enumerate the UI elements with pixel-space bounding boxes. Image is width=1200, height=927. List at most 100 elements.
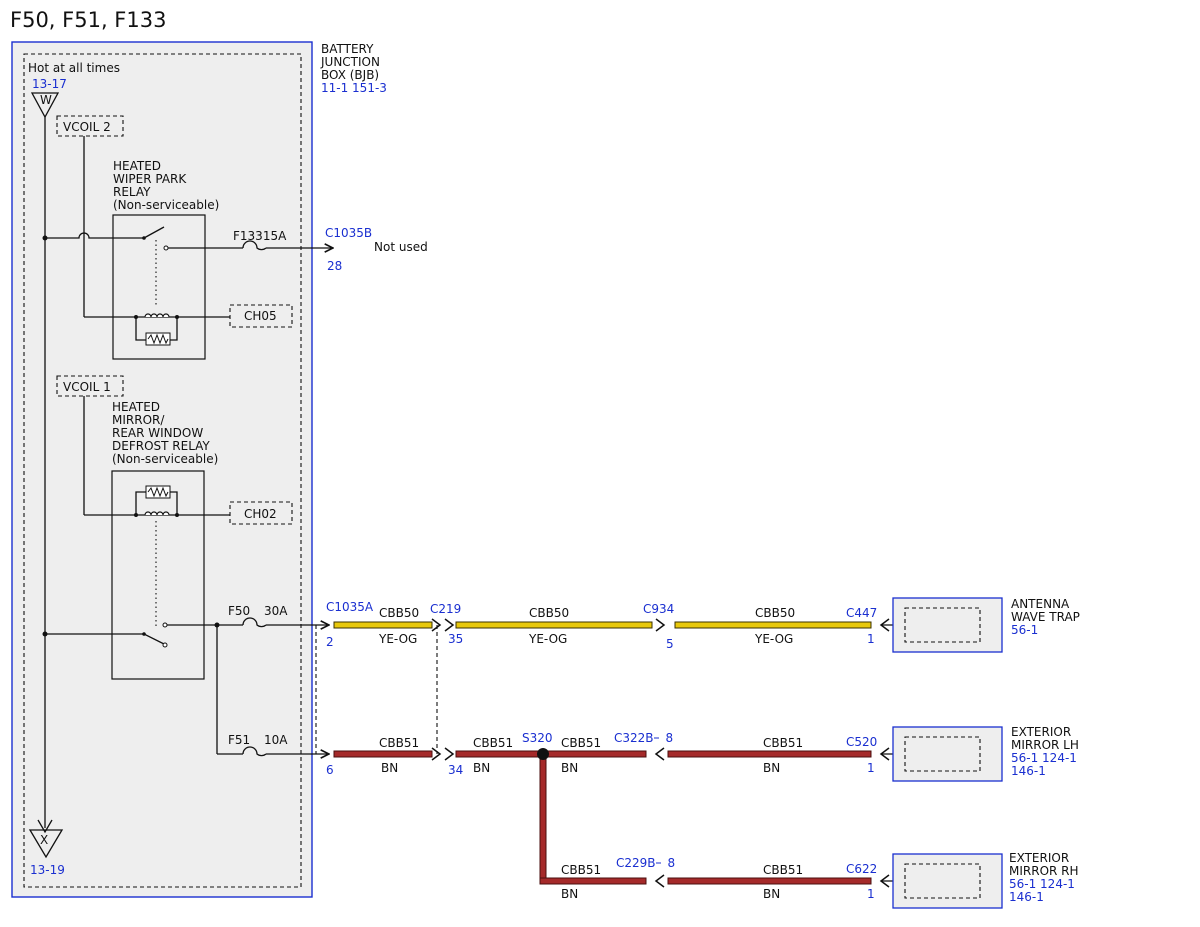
relay1-name-line-2: WIPER PARK: [113, 172, 187, 186]
feed-bottom-triangle-icon: [28, 829, 64, 859]
relay1-box[interactable]: [112, 214, 206, 360]
relay2-box[interactable]: [111, 470, 205, 680]
c219-connector[interactable]: C219: [430, 602, 461, 616]
vcoil2-label: VCOIL 2: [63, 120, 111, 134]
cbb51-wire-seg-6[interactable]: [667, 877, 872, 885]
page-title: F50, F51, F133: [10, 8, 166, 32]
mirror-lh-refs-2[interactable]: 146-1: [1011, 764, 1046, 778]
c934-arrow-icon: [655, 618, 666, 632]
bjb-refs[interactable]: 11-1 151-3: [321, 81, 387, 95]
feed-top-letter: W: [40, 93, 52, 107]
cbb51-seg2-color: BN: [473, 761, 490, 775]
f51-fuse-name: F51: [228, 733, 250, 747]
ch05-label: CH05: [244, 309, 277, 323]
f50-fuse-name: F50: [228, 604, 250, 618]
mirror-lh-name-line-2: MIRROR LH: [1011, 738, 1079, 752]
ch02-box: [229, 501, 293, 525]
feed-top-triangle-icon: [30, 92, 60, 119]
c1035a-pin-6: 6: [326, 763, 334, 777]
cbb51-seg2-circuit: CBB51: [473, 736, 513, 750]
c520-pin: 1: [867, 761, 875, 775]
feed-top-ref[interactable]: 13-17: [32, 77, 67, 91]
cbb51-seg4-circuit: CBB51: [763, 736, 803, 750]
f51-fuse-rating: 10A: [264, 733, 288, 747]
relay2-name-line-4: DEFROST RELAY: [112, 439, 210, 453]
not-used-note: Not used: [374, 240, 428, 254]
cbb51-seg5-color: BN: [561, 887, 578, 901]
s320-splice-icon[interactable]: [537, 748, 549, 760]
vcoil1-box: [56, 375, 124, 397]
relay1-feed-wire: [45, 232, 144, 239]
bus-arrow-icon: [37, 819, 53, 834]
cbb51-wire-seg-4[interactable]: [667, 750, 872, 758]
mirror-rh-refs-1[interactable]: 56-1 124-1: [1009, 877, 1075, 891]
relay1-coil-icon: [144, 313, 170, 318]
c934-pin: 5: [666, 637, 674, 651]
c219-pin-34: 34: [448, 763, 463, 777]
cbb51-wire-seg-2[interactable]: [455, 750, 541, 758]
cbb51-wire-seg-5[interactable]: [539, 753, 547, 882]
c447-connector[interactable]: C447: [846, 606, 877, 620]
cbb51-seg1-color: BN: [381, 761, 398, 775]
relay2-name-line-2: MIRROR/: [112, 413, 165, 427]
mirror-rh-refs-2[interactable]: 146-1: [1009, 890, 1044, 904]
relay1-switch-arm: [143, 226, 165, 239]
cbb50-seg2-color: YE-OG: [528, 632, 567, 646]
mirror-rh-name-line-2: MIRROR RH: [1009, 864, 1079, 878]
c447-pin: 1: [867, 632, 875, 646]
bjb-inner-dashed-border: [23, 53, 302, 888]
antenna-name-line-1: ANTENNA: [1011, 597, 1070, 611]
antenna-ref[interactable]: 56-1: [1011, 623, 1038, 637]
mirror-lh-refs-1[interactable]: 56-1 124-1: [1011, 751, 1077, 765]
cbb51-seg1-circuit: CBB51: [379, 736, 419, 750]
c1035b-pin: 28: [327, 259, 342, 273]
c322b-arrow-icon: [654, 747, 665, 761]
relay1-name-line-1: HEATED: [113, 159, 161, 173]
relay1-name-line-4: (Non-serviceable): [113, 198, 219, 212]
exterior-mirror-rh-box[interactable]: [892, 853, 1003, 909]
c1035a-connector[interactable]: C1035A: [326, 600, 374, 614]
c622-pin: 1: [867, 887, 875, 901]
antenna-name-line-2: WAVE TRAP: [1011, 610, 1080, 624]
cbb51-seg3-circuit: CBB51: [561, 736, 601, 750]
f133-fuse-icon: [242, 240, 267, 251]
cbb50-wire-seg-1[interactable]: [333, 621, 433, 629]
c219-arrow-icon: [431, 618, 442, 632]
cbb51-wire-seg-3[interactable]: [545, 750, 647, 758]
c219-pin: 35: [448, 632, 463, 646]
c520-connector[interactable]: C520: [846, 735, 877, 749]
f51-fuse-icon: [242, 746, 267, 757]
exterior-mirror-lh-box[interactable]: [892, 726, 1003, 782]
c34-arrow-icon: [431, 747, 442, 761]
bjb-name-line-1: BATTERY: [321, 42, 374, 56]
feed-bottom-letter: X: [40, 833, 48, 847]
bjb-name-line-2: JUNCTION: [320, 55, 380, 69]
feed-bottom-ref[interactable]: 13-19: [30, 863, 65, 877]
cbb50-wire-seg-3[interactable]: [674, 621, 872, 629]
s320-label[interactable]: S320: [522, 731, 553, 745]
cbb51-seg3-color: BN: [561, 761, 578, 775]
f133-fuse-label: F13315A: [233, 229, 287, 243]
mirror-lh-name-line-1: EXTERIOR: [1011, 725, 1071, 739]
c1035b-connector[interactable]: C1035B: [325, 226, 372, 240]
cbb50-seg1-color: YE-OG: [378, 632, 417, 646]
cbb50-seg1-circuit: CBB50: [379, 606, 419, 620]
cbb51-seg6-circuit: CBB51: [763, 863, 803, 877]
cbb51-wire-seg-1[interactable]: [333, 750, 433, 758]
c934-connector[interactable]: C934: [643, 602, 674, 616]
ch05-box: [229, 304, 293, 328]
bjb-box[interactable]: [11, 41, 313, 898]
hot-at-all-times-label: Hot at all times: [28, 61, 120, 75]
antenna-wave-trap-box[interactable]: [892, 597, 1003, 653]
c622-connector[interactable]: C622: [846, 862, 877, 876]
cbb51-seg5-circuit: CBB51: [561, 863, 601, 877]
cbb50-seg3-circuit: CBB50: [755, 606, 795, 620]
relay2-name-line-5: (Non-serviceable): [112, 452, 218, 466]
cbb50-wire-seg-2[interactable]: [455, 621, 653, 629]
vcoil2-box: [56, 115, 124, 137]
f50-fuse-icon: [242, 617, 267, 628]
c1035a-pin: 2: [326, 635, 334, 649]
relay2-name-line-3: REAR WINDOW: [112, 426, 203, 440]
